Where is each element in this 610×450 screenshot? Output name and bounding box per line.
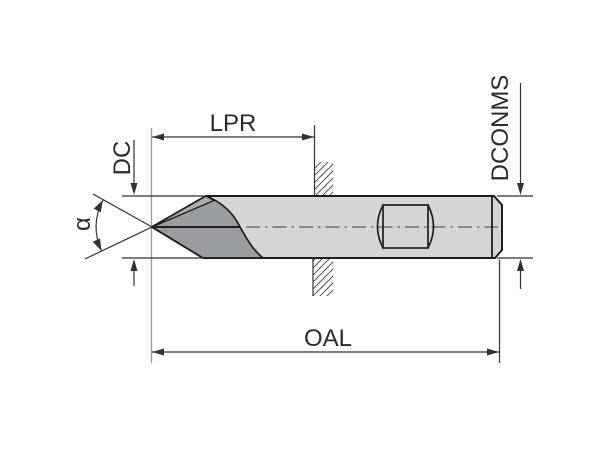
oal-label: OAL bbox=[304, 325, 352, 352]
weldon-flat-left-arc bbox=[376, 204, 384, 249]
oal-arrow-left bbox=[152, 348, 164, 356]
dconms-label: DCONMS bbox=[487, 75, 514, 182]
dc-arrow-top bbox=[130, 183, 138, 195]
hatch-area-upper bbox=[314, 162, 333, 196]
lpr-dimension: LPR bbox=[152, 110, 314, 141]
lpr-arrow-right bbox=[302, 133, 314, 141]
angle-arrow-lower bbox=[92, 238, 102, 251]
dconms-arrow-top bbox=[517, 183, 524, 195]
dc-arrow-bottom bbox=[130, 259, 138, 271]
lpr-label: LPR bbox=[210, 110, 257, 137]
angle-label: α bbox=[69, 217, 96, 231]
oal-arrow-right bbox=[487, 348, 499, 356]
angle-line-upper bbox=[92, 193, 153, 228]
point-angle-dimension: α bbox=[69, 193, 153, 260]
lpr-arrow-left bbox=[152, 133, 164, 141]
weldon-flat-right-arc bbox=[427, 204, 435, 249]
weldon-flat bbox=[376, 204, 435, 249]
dc-dimension: DC bbox=[109, 140, 204, 286]
dconms-arrow-bottom bbox=[517, 259, 524, 271]
flute-top-facet bbox=[151, 195, 215, 228]
lpr-gauge-wall-lower bbox=[312, 258, 333, 296]
angle-line-lower bbox=[84, 226, 153, 260]
dconms-dimension: DCONMS bbox=[487, 75, 533, 289]
dc-label: DC bbox=[109, 141, 136, 176]
hatch-area-lower bbox=[313, 258, 333, 296]
angle-arrow-upper bbox=[93, 200, 103, 213]
oal-dimension: OAL bbox=[152, 260, 501, 363]
weldon-flat-rect bbox=[382, 204, 429, 249]
lpr-gauge-wall-upper bbox=[313, 125, 333, 196]
